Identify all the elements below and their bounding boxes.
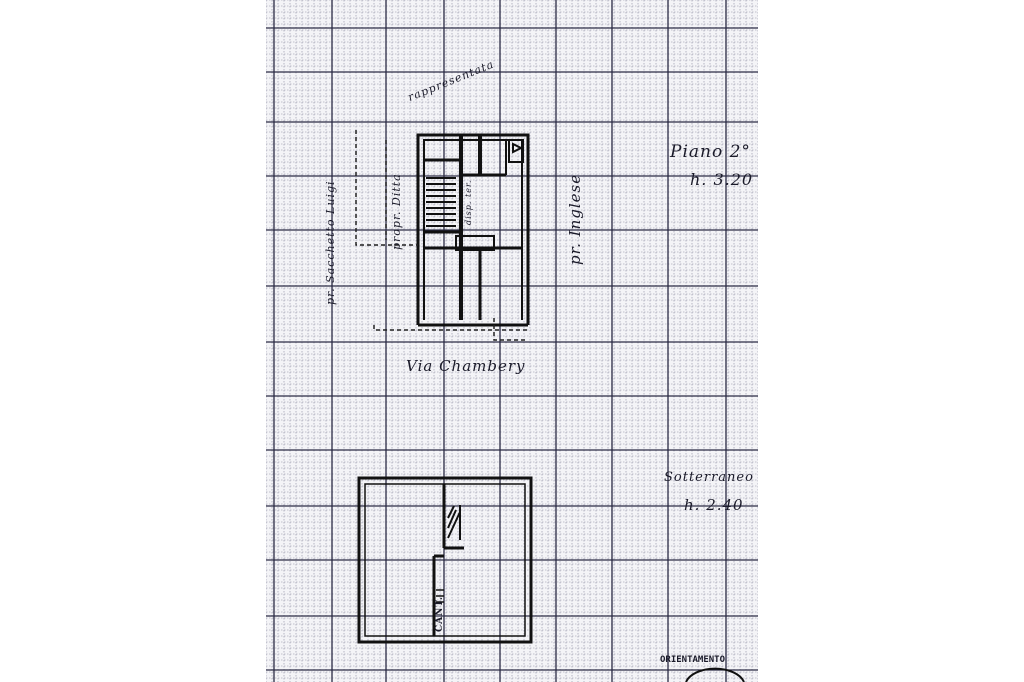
orientation-label: ORIENTAMENTO — [660, 655, 726, 665]
cellar-label: CANT. — [435, 595, 445, 632]
floor-plan-drawing — [266, 0, 758, 682]
basement-stair-symbol — [447, 505, 461, 540]
basement-internal-walls — [432, 484, 464, 636]
stair-treads — [426, 177, 456, 227]
neighbor-left-label: pr. Sacchetto Luigi — [324, 180, 337, 305]
dashed-property-lines — [355, 130, 528, 341]
orientation-compass — [685, 667, 745, 682]
balcony-symbol — [508, 139, 524, 163]
neighbor-right-label: pr. Inglese — [566, 173, 584, 265]
basement-label: Sotterraneo — [664, 470, 754, 485]
floor2-label: Piano 2° — [670, 142, 751, 162]
graph-paper-major-grid — [266, 0, 758, 682]
floor2-height: h. 3.20 — [690, 170, 754, 189]
neighbor-top-left-label: propr. Ditta — [390, 173, 403, 250]
floor-plan-sheet: Piano 2° h. 3.20 Sotterraneo h. 2.40 Via… — [266, 0, 758, 682]
graph-paper-fine-grid — [266, 0, 758, 682]
apartment-internal-walls — [424, 135, 522, 320]
small-room-label: disp. ter. — [464, 179, 473, 225]
cellar-hatch — [436, 589, 444, 603]
street-label: Via Chambery — [406, 357, 526, 375]
apartment-outline — [416, 133, 530, 327]
basement-height: h. 2.40 — [684, 496, 744, 514]
